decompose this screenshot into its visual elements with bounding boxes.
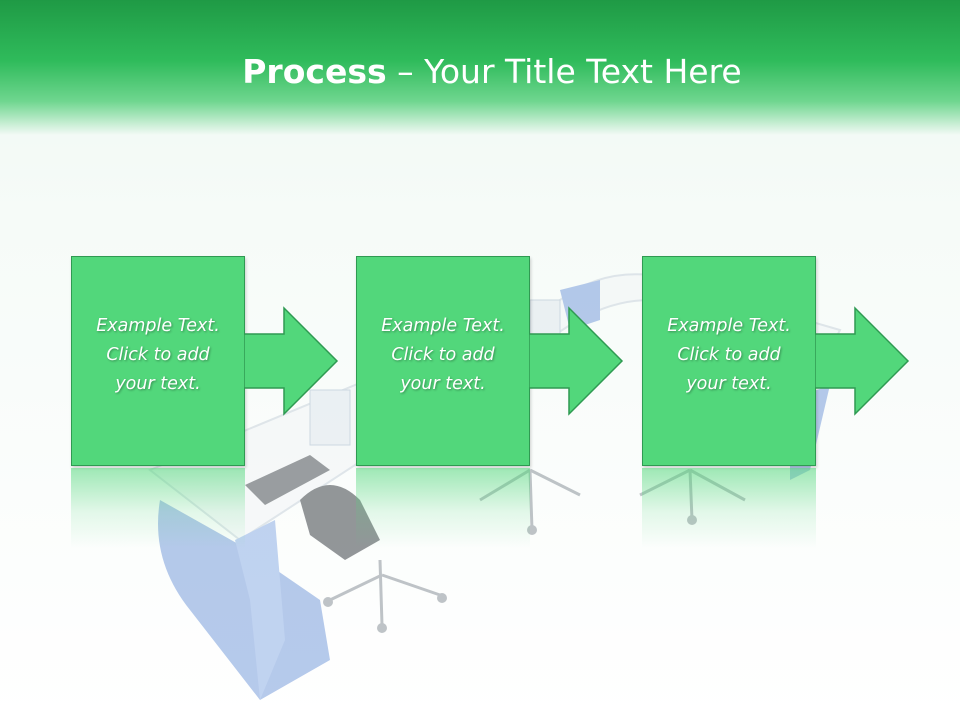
step-2-line-1: Example Text. xyxy=(381,316,505,336)
step-3-text[interactable]: Example Text. Click to add your text. xyxy=(643,312,815,399)
step-1-text[interactable]: Example Text. Click to add your text. xyxy=(72,312,244,399)
process-arrow-2-icon xyxy=(529,306,624,416)
process-step-1[interactable]: Example Text. Click to add your text. xyxy=(71,256,245,466)
step-3-reflection xyxy=(642,468,816,548)
title-rest: – Your Title Text Here xyxy=(386,52,742,91)
step-1-line-2: Click to add xyxy=(106,345,210,365)
title-bold: Process xyxy=(242,52,387,91)
process-step-3[interactable]: Example Text. Click to add your text. xyxy=(642,256,816,466)
process-arrow-1-icon xyxy=(244,306,339,416)
step-3-line-1: Example Text. xyxy=(667,316,791,336)
step-2-reflection xyxy=(356,468,530,548)
step-3-line-2: Click to add xyxy=(677,345,781,365)
step-1-line-3: your text. xyxy=(115,374,201,394)
step-2-line-3: your text. xyxy=(400,374,486,394)
step-2-text[interactable]: Example Text. Click to add your text. xyxy=(357,312,529,399)
step-1-line-1: Example Text. xyxy=(96,316,220,336)
step-1-reflection xyxy=(71,468,245,548)
slide-title[interactable]: Process – Your Title Text Here xyxy=(0,52,960,91)
process-step-2[interactable]: Example Text. Click to add your text. xyxy=(356,256,530,466)
step-2-line-2: Click to add xyxy=(391,345,495,365)
title-banner xyxy=(0,0,960,135)
process-arrow-3-icon xyxy=(815,306,910,416)
step-3-line-3: your text. xyxy=(686,374,772,394)
